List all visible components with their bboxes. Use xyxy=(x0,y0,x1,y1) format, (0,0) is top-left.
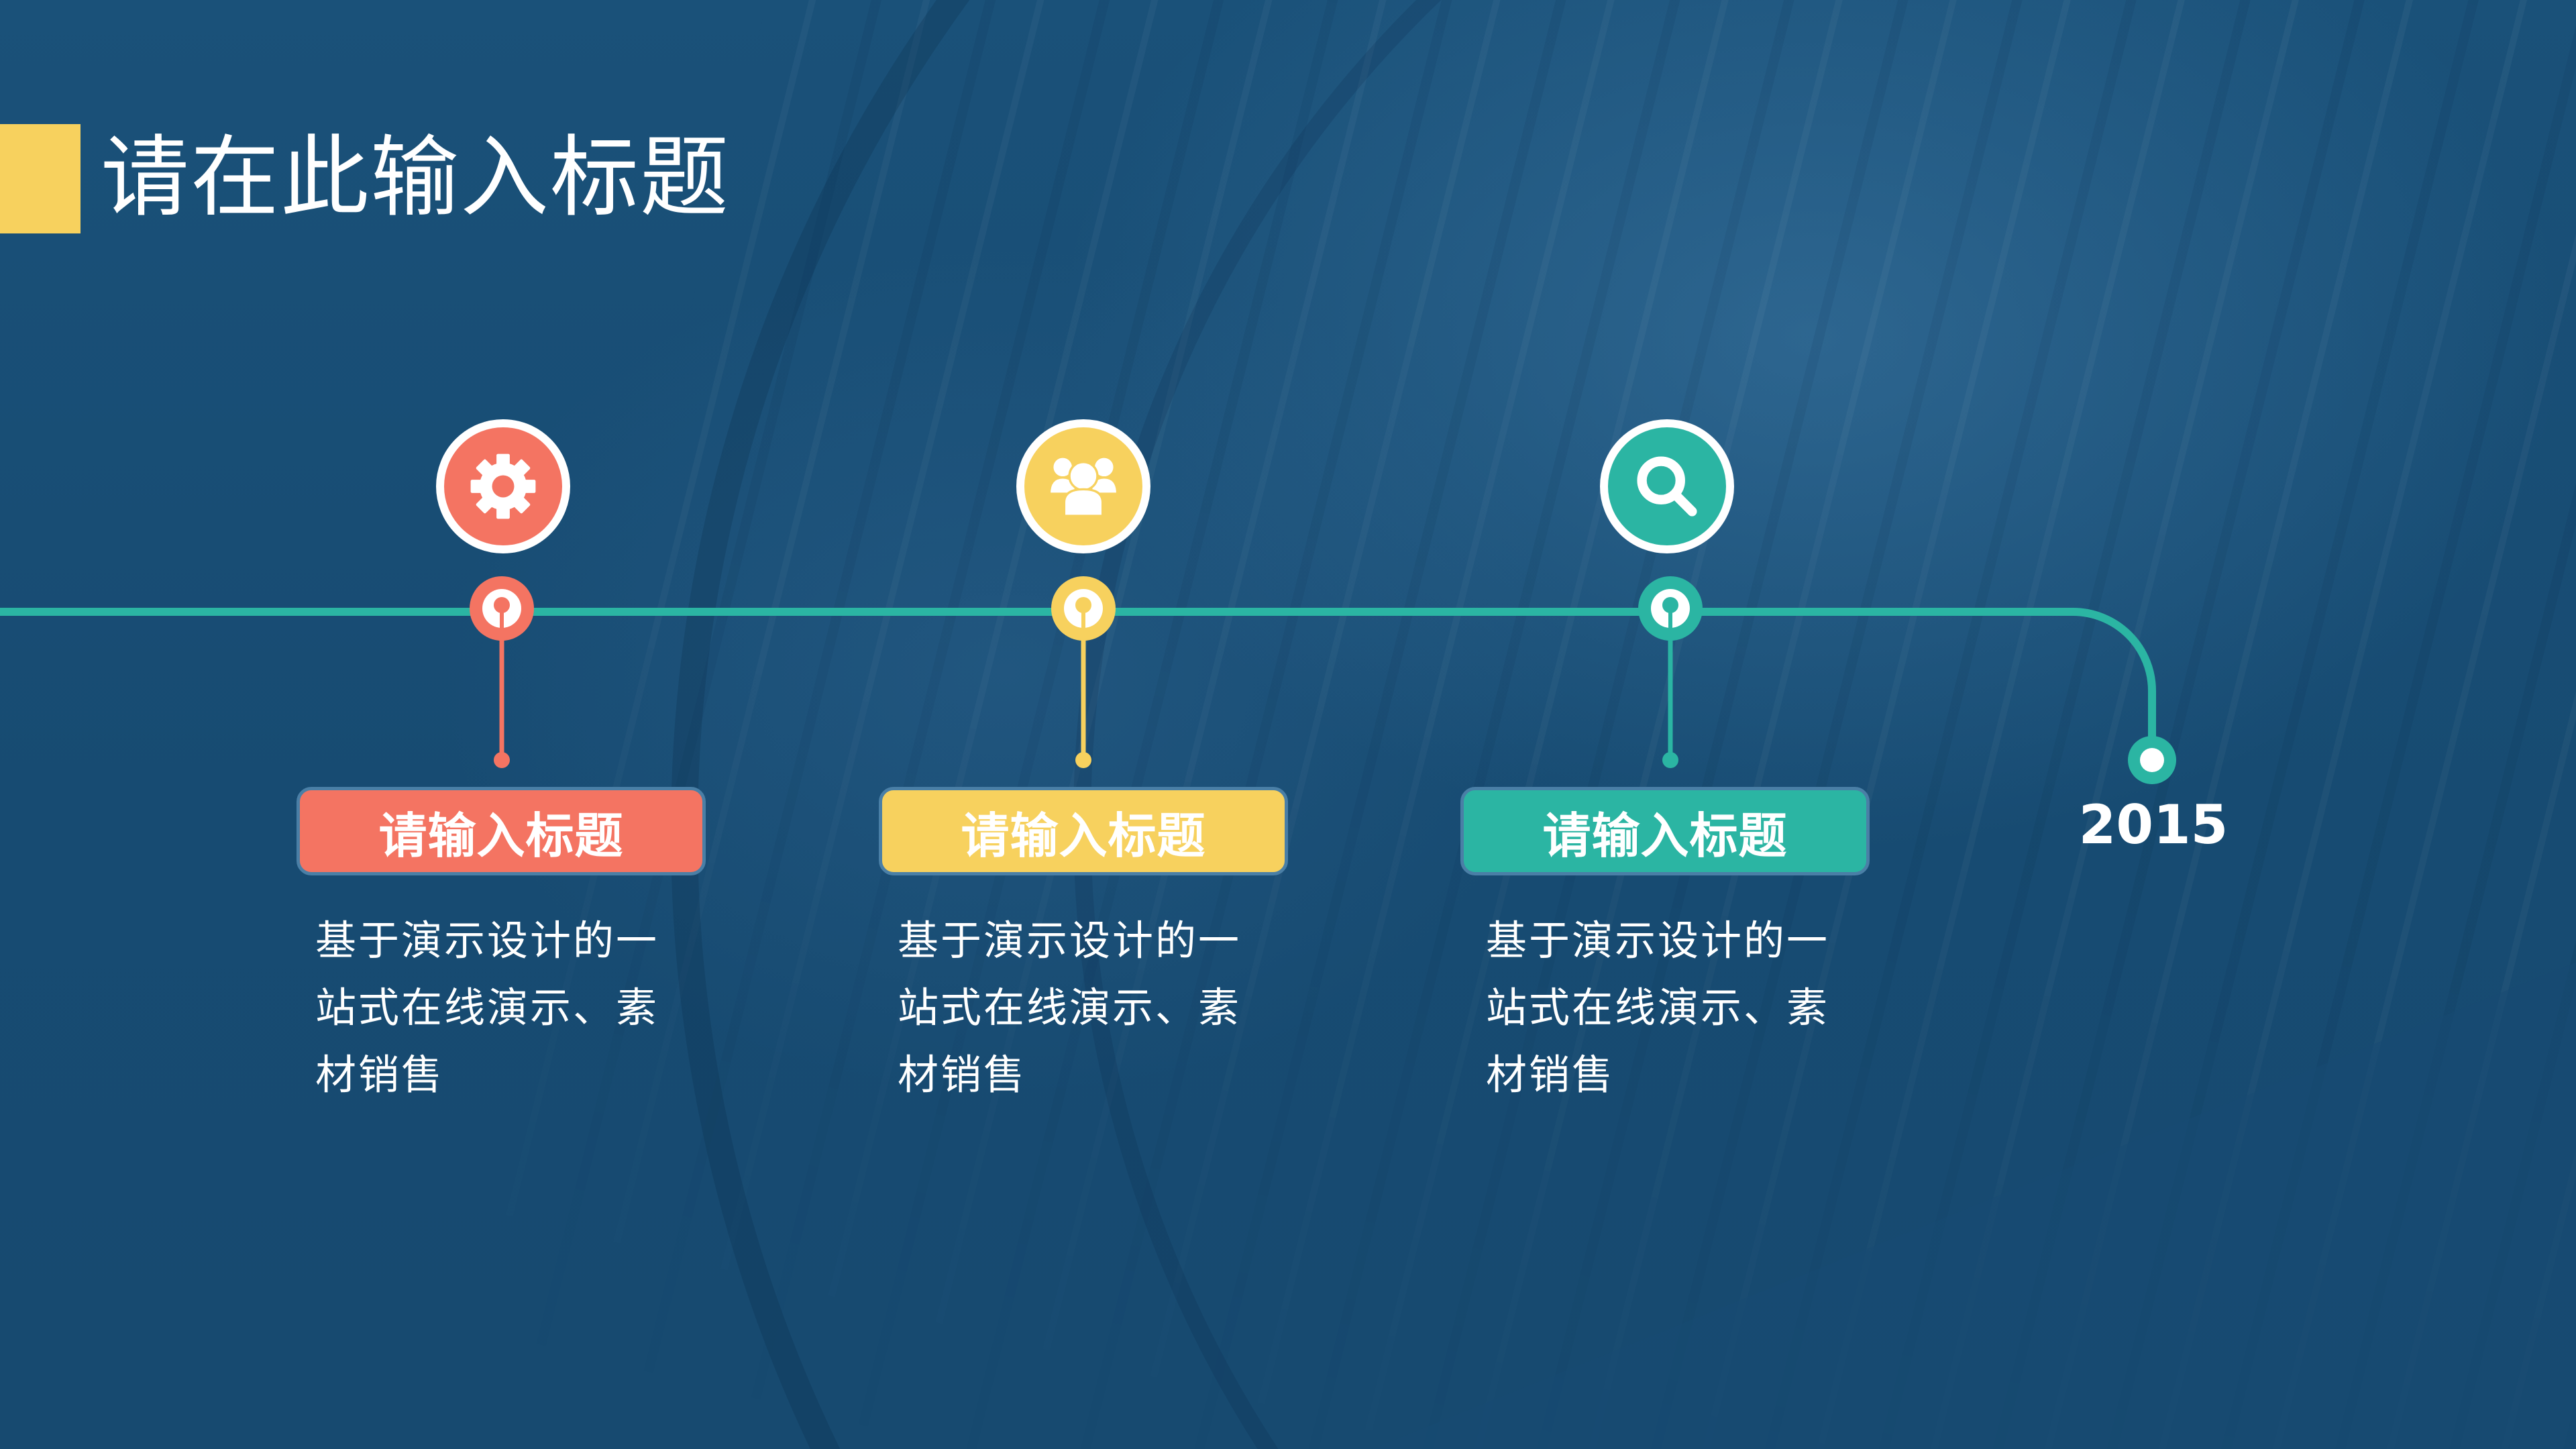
description-line: 基于演示设计的一 xyxy=(315,917,659,965)
timeline-icon-3 xyxy=(1600,419,1734,553)
search-icon xyxy=(1637,456,1697,517)
description-line: 基于演示设计的一 xyxy=(1486,917,1830,965)
timeline-item-2-description[interactable]: 基于演示设计的一 站式在线演示、素 材销售 xyxy=(898,908,1293,1109)
timeline-item-3-description[interactable]: 基于演示设计的一 站式在线演示、素 材销售 xyxy=(1486,908,1882,1109)
description-line: 基于演示设计的一 xyxy=(898,917,1242,965)
timeline-line xyxy=(0,608,2156,760)
description-line: 站式在线演示、素 xyxy=(1486,984,1830,1032)
description-line: 材销售 xyxy=(315,1051,445,1099)
timeline-node-3 xyxy=(1638,576,1703,768)
timeline-item-2-title[interactable]: 请输入标题 xyxy=(879,787,1288,875)
title-accent-bar xyxy=(0,124,80,233)
timeline-end-year[interactable]: 2015 xyxy=(2078,794,2229,856)
timeline-item-1-description[interactable]: 基于演示设计的一 站式在线演示、素 材销售 xyxy=(315,908,711,1109)
timeline-item-3-title[interactable]: 请输入标题 xyxy=(1460,787,1870,875)
timeline-icon-1 xyxy=(436,419,570,553)
description-line: 站式在线演示、素 xyxy=(898,984,1242,1032)
timeline-end-node xyxy=(2128,736,2176,784)
description-line: 材销售 xyxy=(898,1051,1027,1099)
slide-title[interactable]: 请在此输入标题 xyxy=(101,126,730,229)
timeline-node-1 xyxy=(470,576,534,768)
gear-icon xyxy=(470,453,536,519)
timeline-node-2 xyxy=(1051,576,1116,768)
users-icon xyxy=(1048,455,1119,517)
description-line: 材销售 xyxy=(1486,1051,1615,1099)
timeline-item-1-title[interactable]: 请输入标题 xyxy=(297,787,706,875)
timeline-icon-2 xyxy=(1016,419,1150,553)
description-line: 站式在线演示、素 xyxy=(315,984,659,1032)
